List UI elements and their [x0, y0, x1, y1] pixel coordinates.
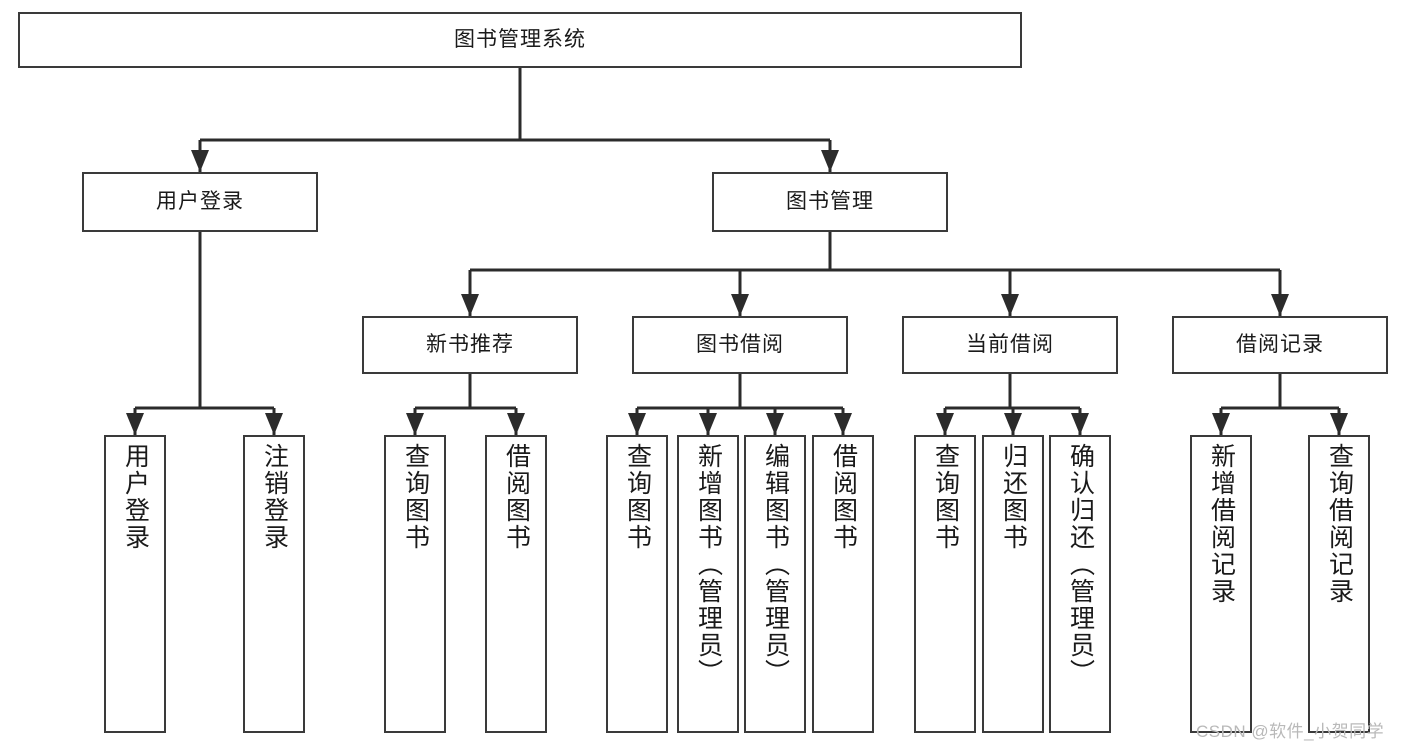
node-root: 图书管理系统: [18, 12, 1022, 68]
arrow-head-icon-borrow: [731, 294, 749, 316]
arrow-head-icon-leaf-nb-query: [406, 413, 424, 435]
node-label: 借阅图书: [502, 443, 531, 551]
arrow-head-icon-leaf-nb-borrow: [507, 413, 525, 435]
node-leaf-logout: 注销登录: [243, 435, 305, 733]
watermark-text: CSDN @软件_小贺同学: [1196, 722, 1385, 741]
node-leaf-r-query: 查询借阅记录: [1308, 435, 1370, 733]
node-label: 新书推荐: [426, 332, 514, 356]
node-records: 借阅记录: [1172, 316, 1388, 374]
node-leaf-b-add: 新增图书（管理员）: [677, 435, 739, 733]
node-label: 图书借阅: [696, 332, 784, 356]
node-label: 查询图书: [401, 443, 430, 551]
node-current: 当前借阅: [902, 316, 1118, 374]
node-label: 借阅记录: [1236, 332, 1324, 356]
node-leaf-b-borrow: 借阅图书: [812, 435, 874, 733]
node-label: 确认归还（管理员）: [1066, 443, 1095, 686]
node-bookmgmt: 图书管理: [712, 172, 948, 232]
node-label: 新增借阅记录: [1207, 443, 1236, 605]
arrow-head-icon-leaf-c-return: [1004, 413, 1022, 435]
node-label: 新增图书（管理员）: [694, 443, 723, 686]
node-leaf-c-query: 查询图书: [914, 435, 976, 733]
node-leaf-nb-query: 查询图书: [384, 435, 446, 733]
arrow-head-icon-leaf-b-edit: [766, 413, 784, 435]
arrow-head-icon-newbook: [461, 294, 479, 316]
node-label: 用户登录: [121, 443, 150, 551]
arrow-head-icon-leaf-login: [126, 413, 144, 435]
arrow-head-icon-leaf-logout: [265, 413, 283, 435]
arrow-head-icon-records: [1271, 294, 1289, 316]
arrow-head-icon-leaf-b-query: [628, 413, 646, 435]
node-label: 查询借阅记录: [1325, 443, 1354, 605]
node-leaf-c-confirm: 确认归还（管理员）: [1049, 435, 1111, 733]
node-label: 注销登录: [260, 443, 289, 551]
arrow-head-icon-leaf-r-query: [1330, 413, 1348, 435]
arrow-head-icon-login: [191, 150, 209, 172]
node-leaf-c-return: 归还图书: [982, 435, 1044, 733]
node-leaf-r-add: 新增借阅记录: [1190, 435, 1252, 733]
node-login: 用户登录: [82, 172, 318, 232]
node-label: 图书管理系统: [454, 27, 586, 51]
arrow-head-icon-leaf-b-add: [699, 413, 717, 435]
arrow-head-icon-current: [1001, 294, 1019, 316]
arrow-head-icon-leaf-c-query: [936, 413, 954, 435]
arrow-head-icon-leaf-r-add: [1212, 413, 1230, 435]
node-label: 查询图书: [623, 443, 652, 551]
arrow-head-icon-leaf-c-confirm: [1071, 413, 1089, 435]
node-label: 借阅图书: [829, 443, 858, 551]
node-label: 当前借阅: [966, 332, 1054, 356]
node-label: 编辑图书（管理员）: [761, 443, 790, 686]
node-leaf-nb-borrow: 借阅图书: [485, 435, 547, 733]
node-borrow: 图书借阅: [632, 316, 848, 374]
node-leaf-b-edit: 编辑图书（管理员）: [744, 435, 806, 733]
node-newbook: 新书推荐: [362, 316, 578, 374]
arrow-head-icon-leaf-b-borrow: [834, 413, 852, 435]
node-label: 归还图书: [999, 443, 1028, 551]
node-leaf-b-query: 查询图书: [606, 435, 668, 733]
node-label: 图书管理: [786, 189, 874, 213]
node-leaf-login: 用户登录: [104, 435, 166, 733]
node-label: 用户登录: [156, 189, 244, 213]
arrow-head-icon-bookmgmt: [821, 150, 839, 172]
node-label: 查询图书: [931, 443, 960, 551]
